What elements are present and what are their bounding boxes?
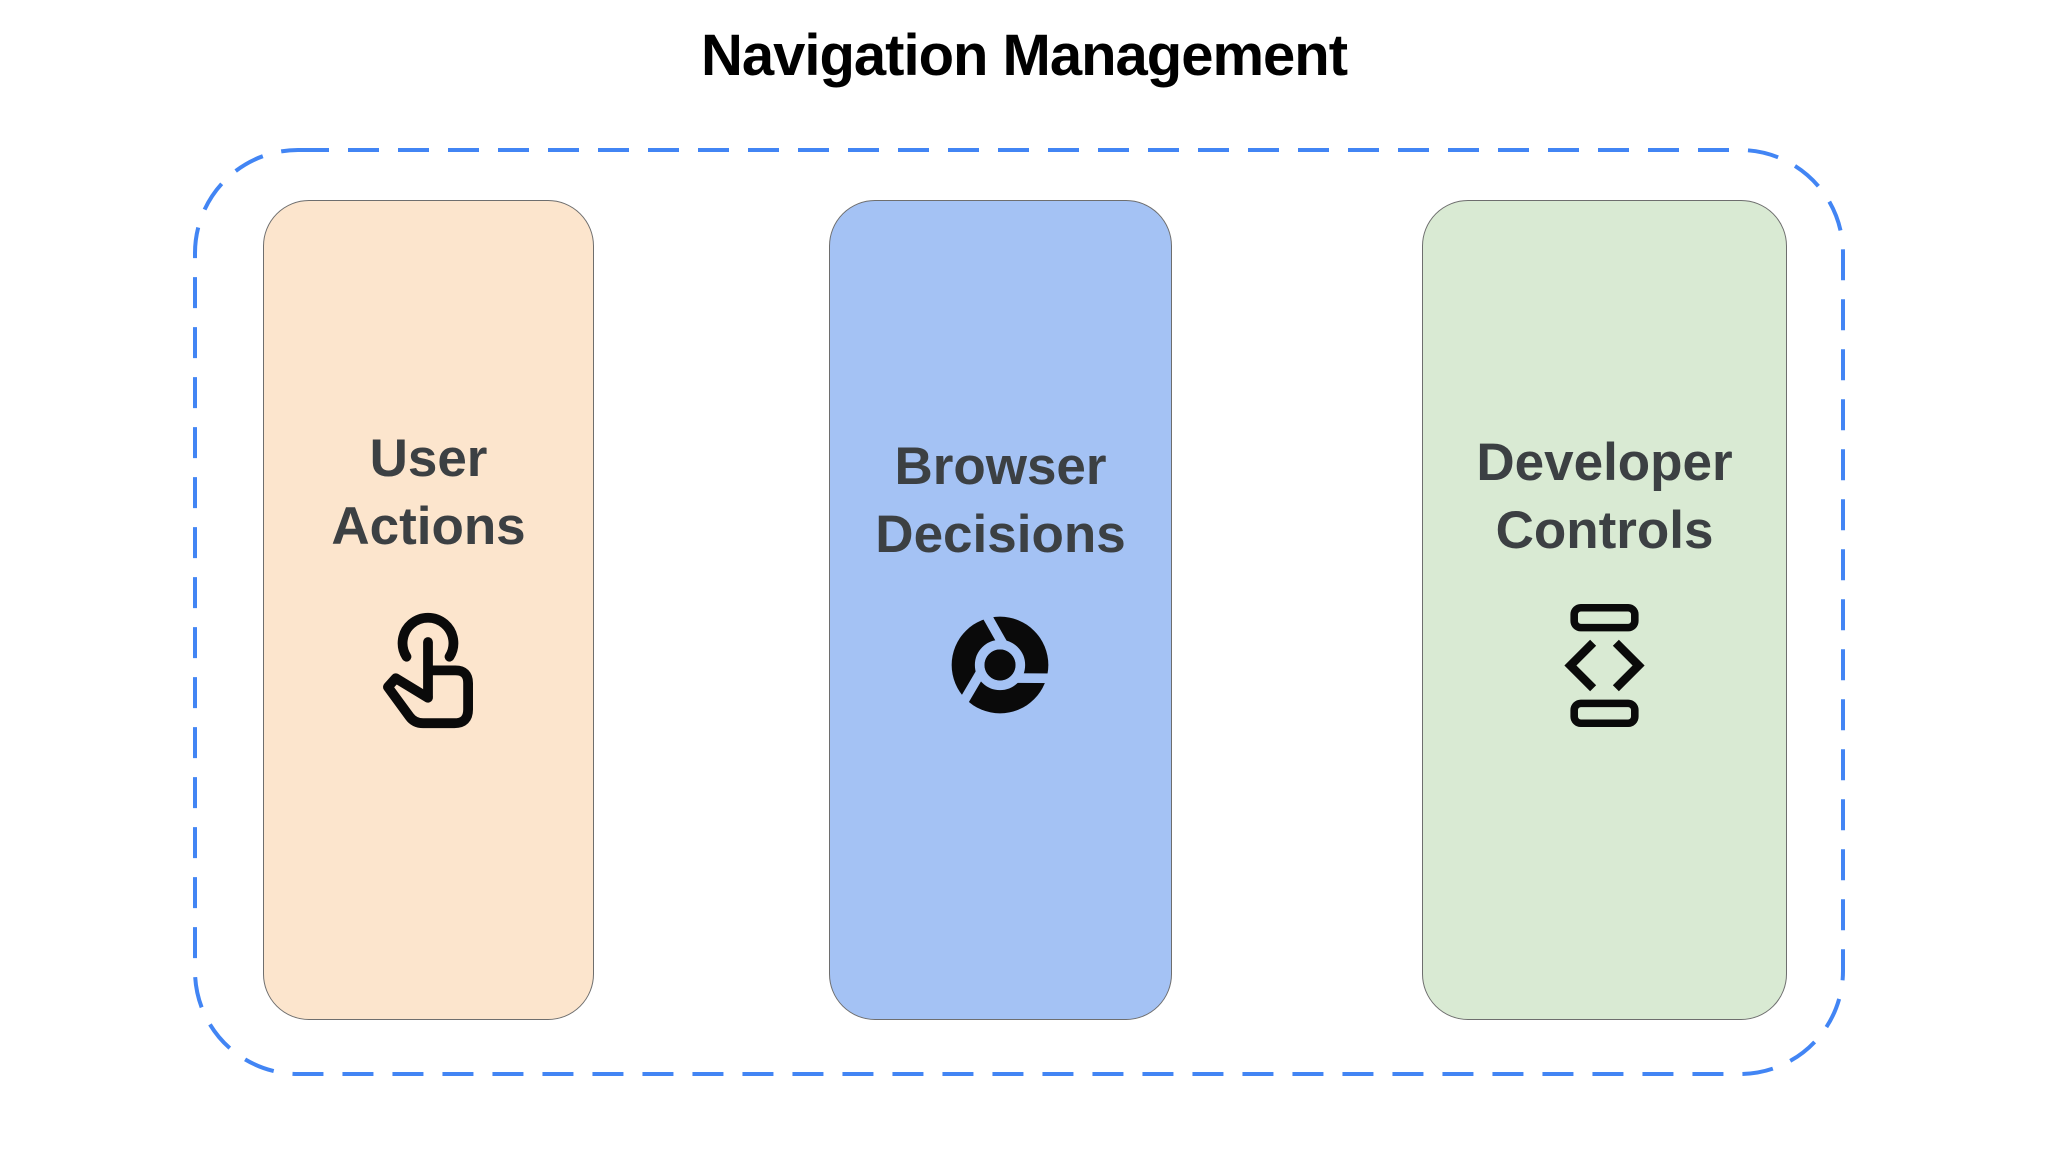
card-label-line1: Developer bbox=[1476, 432, 1733, 492]
card-label-line2: Decisions bbox=[875, 505, 1126, 564]
card-label-line1: User bbox=[369, 428, 488, 488]
chrome-browser-icon bbox=[952, 607, 1057, 714]
card-label: Browser Decisions bbox=[875, 433, 1125, 569]
card-label: Developer Controls bbox=[1476, 429, 1732, 565]
card-label: User Actions bbox=[331, 425, 525, 561]
card-content: User Actions bbox=[331, 425, 526, 732]
card-content: Developer Controls bbox=[1476, 429, 1733, 728]
page-title: Navigation Management bbox=[700, 23, 1348, 88]
developer-mode-icon bbox=[1564, 603, 1645, 727]
card-label-line1: Browser bbox=[894, 437, 1107, 496]
dashed-boundary-rect bbox=[193, 148, 1845, 1076]
card-developer-controls: Developer Controls bbox=[1422, 200, 1787, 1020]
card-label-line2: Actions bbox=[331, 496, 526, 556]
card-label-line2: Controls bbox=[1495, 500, 1714, 560]
card-user-actions: User Actions bbox=[263, 200, 594, 1020]
touch-gesture-icon bbox=[383, 612, 474, 728]
card-browser-decisions: Browser Decisions bbox=[829, 200, 1172, 1020]
dashed-boundary bbox=[193, 148, 1845, 1076]
card-content: Browser Decisions bbox=[875, 433, 1126, 723]
